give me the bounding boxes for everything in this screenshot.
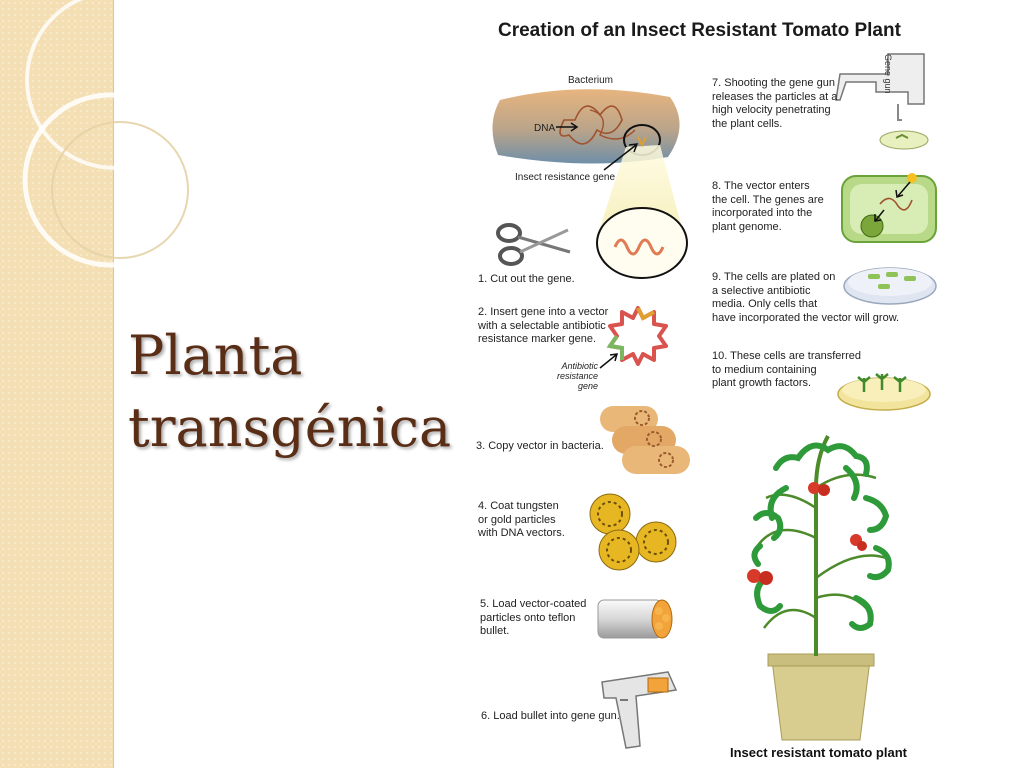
step-10-label: 10. These cells are transferred to mediu… — [712, 350, 861, 389]
antibiotic-arrow-icon — [599, 353, 619, 369]
step-6-label: 6. Load bullet into gene gun. — [481, 710, 620, 722]
bacterium-illustration — [492, 89, 688, 279]
gene-gun-shooting-illustration — [835, 53, 929, 150]
bacterium-label: Bacterium — [568, 75, 614, 86]
slide-title-line-2: transgénica — [128, 396, 452, 459]
gene-gun-icon — [601, 671, 678, 749]
tomato-plant-caption: Insect resistant tomato plant — [730, 745, 907, 760]
teflon-bullet-illustration — [597, 599, 673, 639]
growth-medium-sprouts-illustration — [837, 373, 931, 411]
step-8-label: 8. The vector enters the cell. The genes… — [712, 180, 824, 233]
step-5-label: 5. Load vector-coated particles onto tef… — [480, 598, 587, 637]
decorative-side-strip — [0, 0, 114, 768]
step-3-label: 3. Copy vector in bacteria. — [476, 440, 604, 452]
step-7-label: 7. Shooting the gene gun releases the pa… — [712, 77, 838, 130]
dna-arrow-icon — [556, 122, 579, 132]
petri-dish-cells-illustration — [843, 267, 937, 305]
bacteria-copies-illustration — [600, 406, 690, 474]
tomato-plant-illustration — [747, 435, 892, 741]
figure-title: Creation of an Insect Resistant Tomato P… — [498, 20, 901, 41]
step-4-label: 4. Coat tungsten or gold particles with … — [478, 500, 565, 539]
gene-gun-label: Gene gun — [883, 54, 893, 94]
plant-cell-illustration — [841, 173, 937, 243]
step-9-label: 9. The cells are plated on a selective a… — [712, 271, 900, 324]
slide-title: Planta transgénica — [128, 320, 458, 464]
step-1-label: 1. Cut out the gene. — [478, 273, 575, 285]
antibiotic-gene-label: Antibiotic resistance gene — [556, 361, 598, 391]
vector-plasmid-illustration — [606, 306, 668, 366]
dna-label: DNA — [534, 123, 556, 134]
slide-title-line-1: Planta — [128, 324, 303, 387]
scissors-icon — [496, 223, 571, 266]
insect-gene-label: Insect resistance gene — [515, 172, 616, 183]
insect-gene-arrow-icon — [603, 143, 639, 171]
step-2-label: 2. Insert gene into a vector with a sele… — [478, 306, 609, 345]
gold-particles-illustration — [589, 493, 677, 571]
